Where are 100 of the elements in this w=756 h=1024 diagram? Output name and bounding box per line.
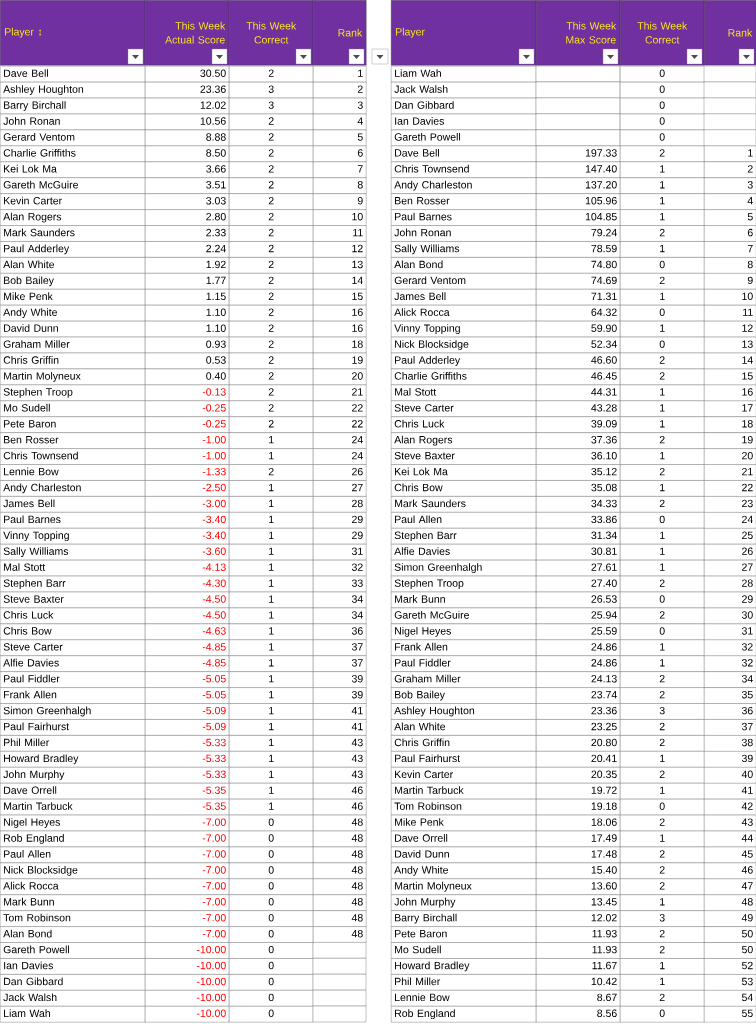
table-cell: 20.80 <box>536 735 621 752</box>
table-cell: 1 <box>229 432 314 449</box>
table-cell: Chris Bow <box>391 480 537 497</box>
table-cell: 0 <box>620 129 705 147</box>
table-cell: 35.08 <box>536 480 621 497</box>
table-cell: 25 <box>704 528 756 545</box>
table-cell: -2.50 <box>145 480 230 497</box>
table-cell: 3 <box>704 177 756 194</box>
table-cell: 2 <box>620 942 705 959</box>
table-cell: 0 <box>620 257 705 274</box>
table-cell: 37.36 <box>536 432 621 449</box>
table-cell: Lennie Bow <box>391 990 537 1007</box>
table-cell: 1 <box>620 480 705 497</box>
table-cell: 0 <box>229 974 314 991</box>
table-cell: Gareth McGuire <box>391 607 537 625</box>
table-cell: 12.02 <box>145 97 230 115</box>
table-cell: 4 <box>313 113 367 131</box>
table-cell: Dave Orrell <box>391 830 537 848</box>
table-cell: 2 <box>620 575 705 593</box>
table-cell: Nigel Heyes <box>0 814 146 832</box>
table-cell: 64.32 <box>536 305 621 322</box>
table-cell: Paul Barnes <box>0 512 146 529</box>
table-cell: Howard Bradley <box>0 751 146 768</box>
table-cell: 2 <box>620 767 705 784</box>
header-cell: This Week Actual Score <box>145 0 230 66</box>
table-cell: Mal Stott <box>391 384 537 401</box>
table-cell: 2 <box>620 273 705 290</box>
table-cell: 2 <box>229 177 314 194</box>
table-cell: 55 <box>704 1006 756 1023</box>
table-cell: 27.40 <box>536 575 621 593</box>
table-cell: 0 <box>229 990 314 1007</box>
table-cell: 2 <box>620 862 705 879</box>
table-cell: Paul Fiddler <box>0 671 146 688</box>
table-cell: 48 <box>313 894 367 911</box>
table-cell: Simon Greenhalgh <box>0 703 146 720</box>
table-cell: 24 <box>313 448 367 465</box>
table-cell: 1 <box>229 607 314 625</box>
table-cell: Stephen Troop <box>0 384 146 401</box>
table-cell: 3 <box>229 81 314 99</box>
table-cell: 31 <box>704 623 756 640</box>
table-cell: 16 <box>313 320 367 338</box>
table-cell: 2 <box>313 81 367 99</box>
table-cell: Frank Allen <box>0 687 146 704</box>
table-cell: 28 <box>313 496 367 513</box>
table-cell: 36.10 <box>536 448 621 465</box>
table-cell: 0 <box>620 305 705 322</box>
table-cell: -5.35 <box>145 783 230 800</box>
table-cell: Dan Gibbard <box>391 97 537 115</box>
table-cell: 43 <box>704 814 756 832</box>
table-cell: 2 <box>229 193 314 210</box>
table-cell: Tom Robinson <box>391 798 537 816</box>
table-cell: 48 <box>313 814 367 832</box>
table-cell: 36 <box>704 703 756 720</box>
table-cell: Kei Lok Ma <box>0 161 146 178</box>
table-cell: 2 <box>620 735 705 752</box>
table-cell: 0 <box>229 862 314 879</box>
table-cell: 1 <box>229 783 314 800</box>
table-cell: Ashley Houghton <box>0 81 146 99</box>
table-cell: 27 <box>704 559 756 577</box>
table-cell: 20.35 <box>536 767 621 784</box>
table-cell: 2.24 <box>145 241 230 258</box>
table-cell: 1 <box>620 544 705 561</box>
table-cell: Rob England <box>0 830 146 848</box>
table-cell: 0 <box>229 846 314 864</box>
table-cell: 18 <box>313 336 367 354</box>
table-cell: 1 <box>620 448 705 465</box>
table-cell: Simon Greenhalgh <box>391 559 537 577</box>
table-cell: 2 <box>229 305 314 322</box>
table-cell: 24.13 <box>536 671 621 688</box>
table-cell: 2 <box>229 145 314 162</box>
table-cell: 22 <box>313 416 367 433</box>
table-cell: 1 <box>229 719 314 736</box>
table-cell: 2 <box>229 273 314 290</box>
table-cell: Ben Rosser <box>0 432 146 449</box>
table-cell: Steve Carter <box>391 400 537 417</box>
table-cell: 12 <box>313 241 367 258</box>
table-cell: 1 <box>620 161 705 178</box>
table-cell: Nigel Heyes <box>391 623 537 640</box>
header-cell: Rank <box>704 0 756 66</box>
table-cell: -7.00 <box>145 878 230 895</box>
table-cell: Charlie Griffiths <box>0 145 146 162</box>
table-cell: 16 <box>313 305 367 322</box>
table-cell: 0 <box>229 942 314 959</box>
table-cell: 8 <box>313 177 367 194</box>
table-cell: Alan Rogers <box>0 209 146 226</box>
table-cell: -10.00 <box>145 958 230 975</box>
table-cell: Bob Bailey <box>0 273 146 290</box>
table-cell: 74.80 <box>536 257 621 274</box>
table-cell: -10.00 <box>145 942 230 959</box>
table-cell: 48 <box>313 846 367 864</box>
table-cell: -7.00 <box>145 862 230 879</box>
table-cell: 1.77 <box>145 273 230 290</box>
table-cell: 29 <box>313 512 367 529</box>
table-cell: Alick Rocca <box>391 305 537 322</box>
table-cell: 2 <box>229 352 314 370</box>
table-cell: 2 <box>620 368 705 386</box>
table-cell: -4.50 <box>145 607 230 625</box>
header-cell: Player <box>391 0 537 66</box>
table-cell: Jack Walsh <box>391 81 537 99</box>
table-cell: 10.42 <box>536 974 621 991</box>
